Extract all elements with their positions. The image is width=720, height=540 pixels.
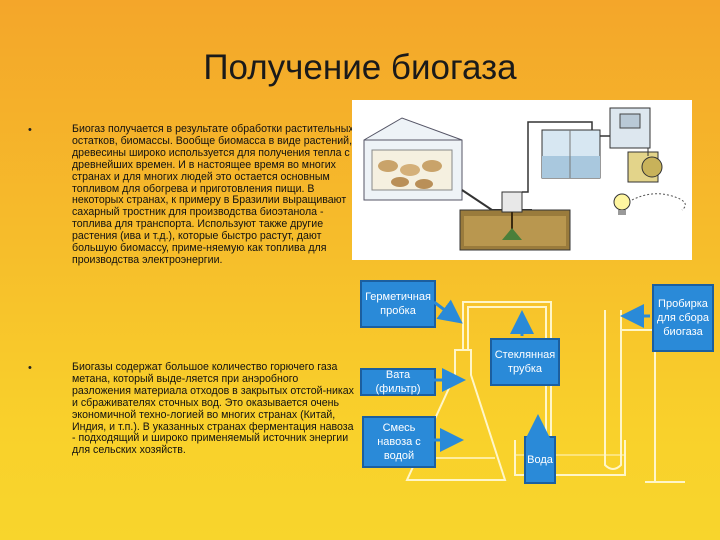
water-trough-illustration [514,440,626,476]
label-glass-tube: Стеклянная трубка [490,338,560,386]
bullet-marker: • [28,362,32,374]
lab-apparatus-diagram [405,300,685,483]
label-cotton-filter: Вата (фильтр) [360,368,436,396]
slide-title: Получение биогаза [203,48,517,87]
bullet-text: Биогаз получается в результате обработки… [72,123,354,266]
label-water: Вода [524,436,556,484]
arrow-stopper [433,299,463,324]
label-manure-water: Смесь навоза с водой [362,416,436,468]
bullet-text: Биогазы содержат большое количество горю… [72,361,354,457]
gas-tank-illustration [541,129,601,179]
barn-illustration [363,117,463,201]
collection-tube-illustration [604,310,622,470]
biogas-plant-illustration [352,100,692,260]
digester-illustration [459,191,571,251]
bullet-marker: • [28,124,32,136]
label-collection-tube: Пробирка для сбора биогаза [652,284,714,352]
engine-illustration [609,107,663,183]
lamp-icon [613,193,686,215]
label-sealed-stopper: Герметичная пробка [360,280,436,328]
